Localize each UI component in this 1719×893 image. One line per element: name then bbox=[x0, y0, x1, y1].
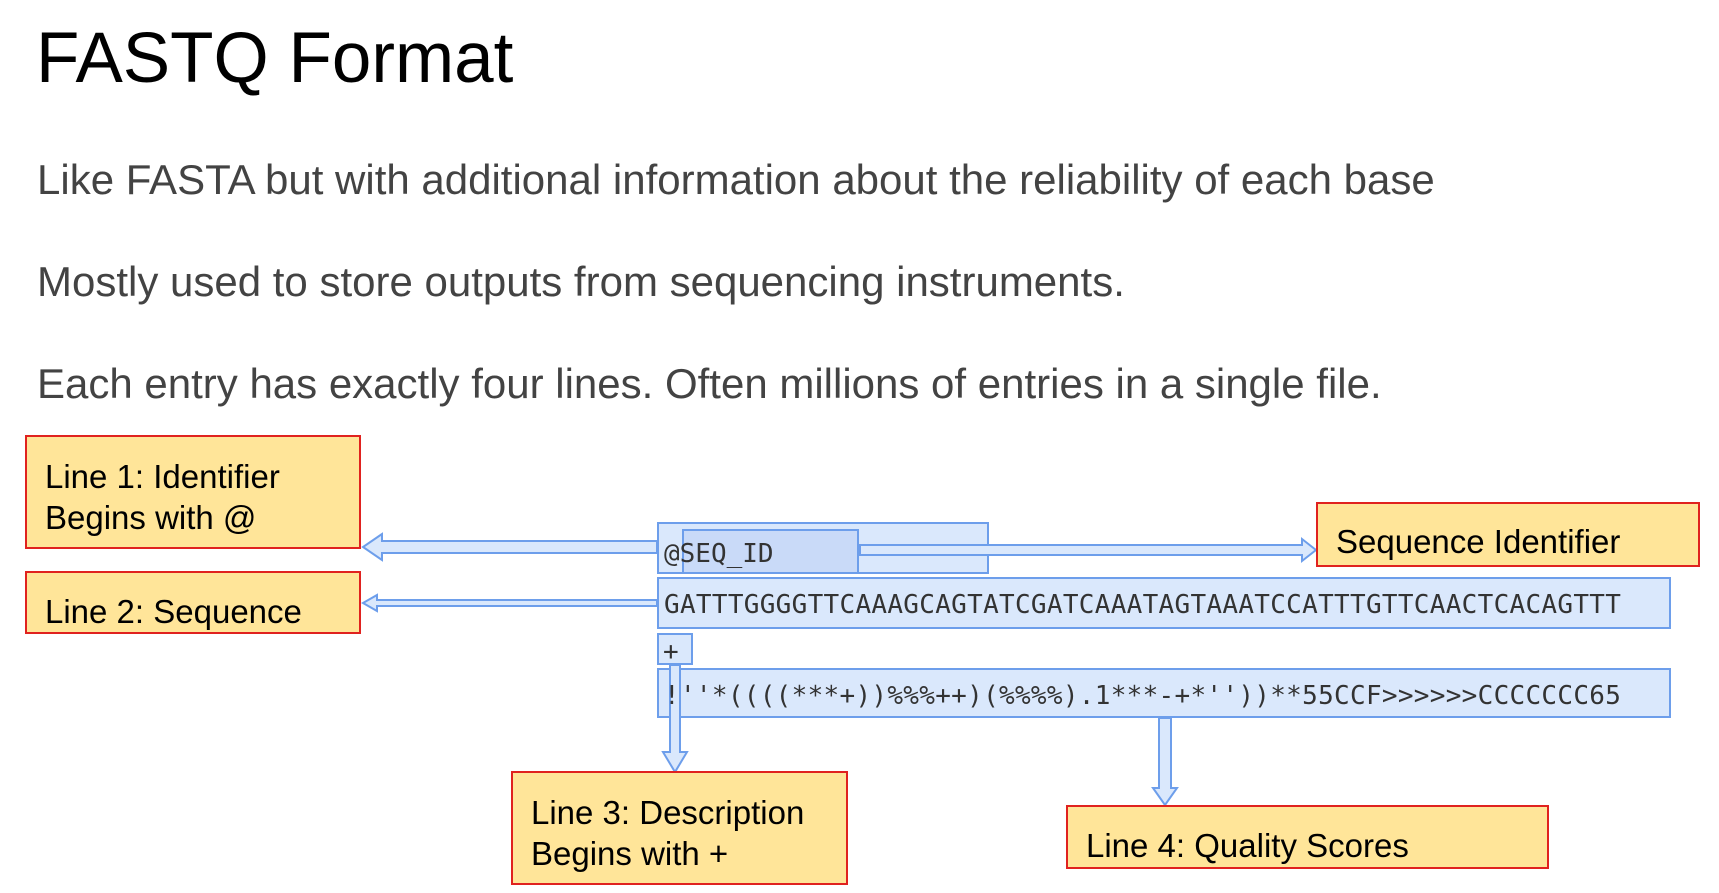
line4-arrow bbox=[1151, 717, 1179, 807]
line3-arrow bbox=[661, 664, 689, 774]
callout-line1-subtitle: Begins with @ bbox=[45, 499, 257, 537]
callout-line2-sequence: Line 2: Sequence bbox=[25, 571, 361, 634]
callout-line4-title: Line 4: Quality Scores bbox=[1086, 827, 1409, 864]
fastq-line3-text: + bbox=[663, 637, 679, 667]
line4-highlight-box bbox=[657, 668, 1671, 718]
callout-sequence-identifier: Sequence Identifier bbox=[1316, 502, 1700, 567]
bullet-four-lines: Each entry has exactly four lines. Often… bbox=[37, 360, 1382, 407]
callout-seqid-title: Sequence Identifier bbox=[1336, 523, 1621, 560]
fastq-line1-text: @SEQ_ID bbox=[664, 539, 774, 569]
fastq-line4-text: !''*((((***+))%%%++)(%%%%).1***-+*''))**… bbox=[664, 681, 1622, 711]
callout-line1-identifier: Line 1: Identifier Begins with @ bbox=[25, 435, 361, 549]
line2-highlight-box bbox=[657, 577, 1671, 629]
callout-line1-title: Line 1: Identifier bbox=[45, 458, 280, 495]
line2-arrow bbox=[360, 593, 658, 613]
fastq-line2-text: GATTTGGGGTTCAAAGCAGTATCGATCAAATAGTAAATCC… bbox=[664, 590, 1622, 620]
callout-line2-title: Line 2: Sequence bbox=[45, 593, 302, 630]
line1-arrow bbox=[361, 532, 658, 562]
bullet-fasta-comparison: Like FASTA but with additional informati… bbox=[37, 156, 1435, 203]
bullet-sequencing-outputs: Mostly used to store outputs from sequen… bbox=[37, 258, 1125, 305]
callout-line3-title: Line 3: Description bbox=[531, 794, 805, 831]
seq-id-highlight-box bbox=[682, 529, 859, 574]
callout-line4-quality-scores: Line 4: Quality Scores bbox=[1066, 805, 1549, 869]
seq-id-arrow bbox=[859, 536, 1318, 564]
slide-title: FASTQ Format bbox=[36, 19, 514, 98]
callout-line3-description: Line 3: Description Begins with + bbox=[511, 771, 848, 885]
callout-line3-subtitle: Begins with + bbox=[531, 835, 729, 873]
